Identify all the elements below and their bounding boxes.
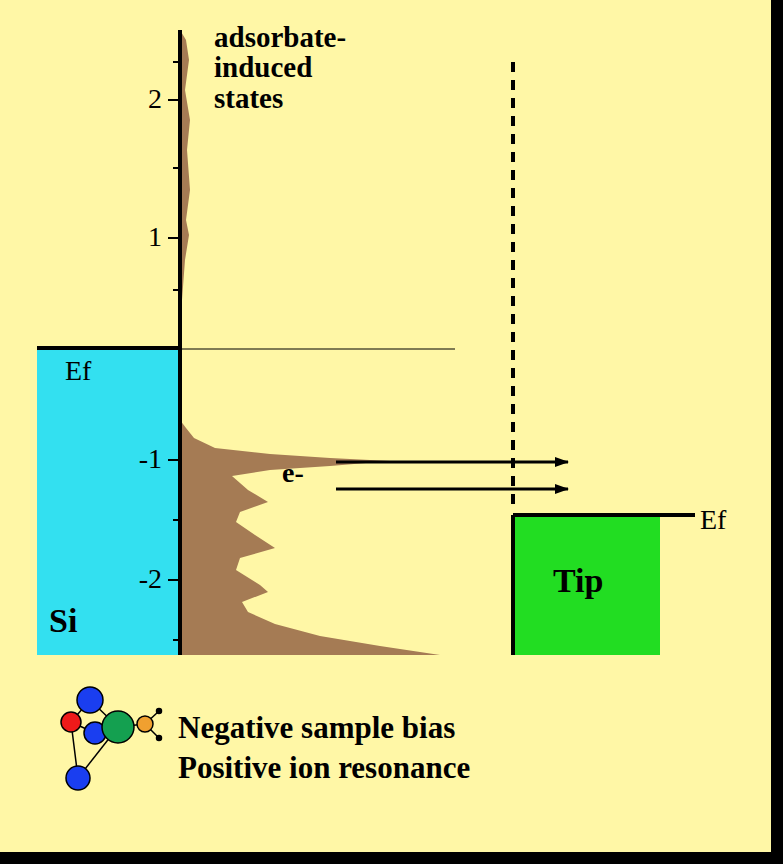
caption-line: Positive ion resonance xyxy=(178,752,470,785)
electron-arrow xyxy=(336,488,568,491)
tip-box: Tip xyxy=(513,515,660,655)
block-label: Si xyxy=(49,603,77,639)
fermi-label: Ef xyxy=(700,505,726,534)
silicon-box: EfSi xyxy=(37,348,180,655)
axis-number: 2 xyxy=(148,84,162,113)
tip-band xyxy=(513,515,660,655)
fermi-line xyxy=(180,349,455,350)
electron-arrow xyxy=(336,461,568,464)
axis-number: -1 xyxy=(139,444,162,473)
barrier-line xyxy=(511,62,515,512)
density-of-states xyxy=(180,420,440,655)
axis-number: 1 xyxy=(148,222,162,251)
axis-number: -2 xyxy=(139,564,162,593)
fermi-label: Ef xyxy=(65,356,91,385)
annotation: adsorbate- induced states xyxy=(214,22,374,113)
block-label: Tip xyxy=(553,563,603,599)
molecule-icon xyxy=(61,687,162,790)
caption-line: Negative sample bias xyxy=(178,712,455,745)
electron-label: e- xyxy=(282,458,304,487)
energy-axis xyxy=(178,30,182,655)
silicon-band xyxy=(37,348,180,655)
